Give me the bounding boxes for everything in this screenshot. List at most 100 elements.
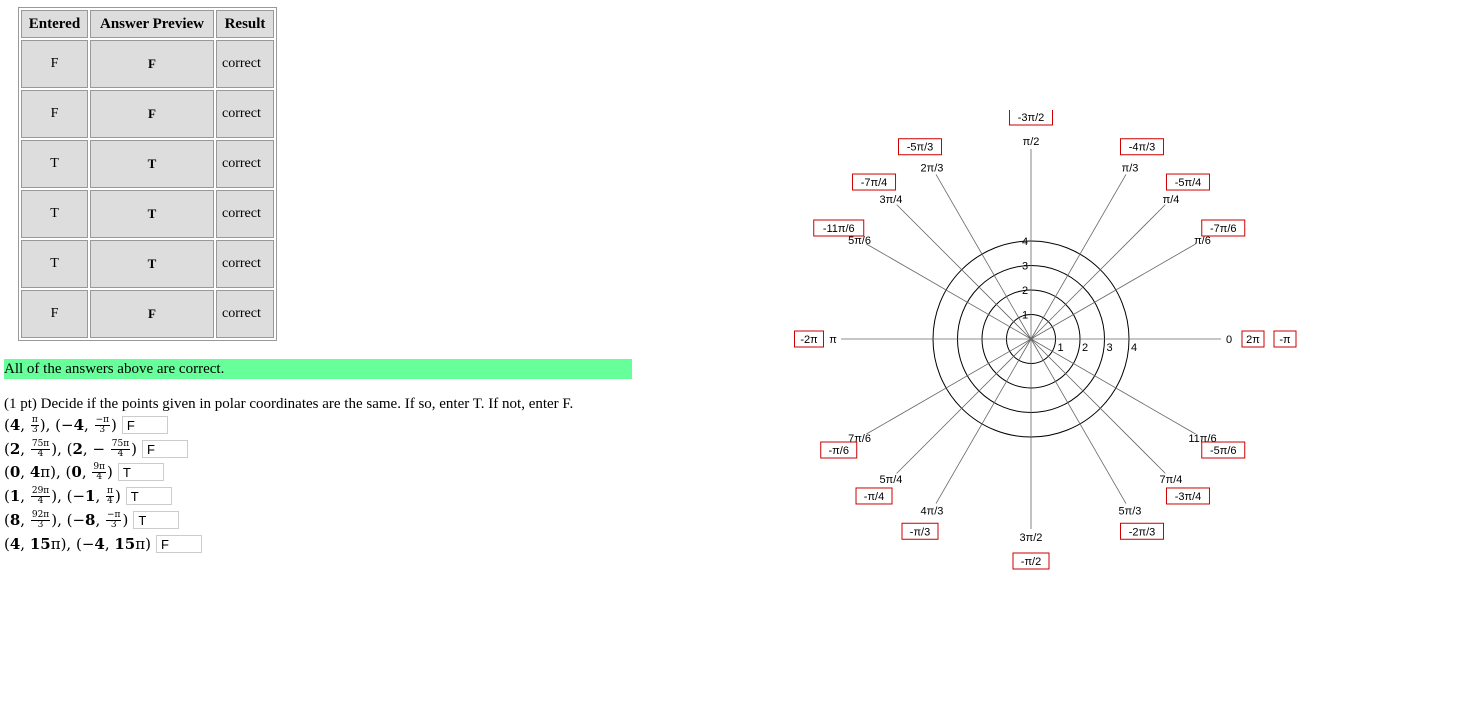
polar-spoke — [866, 243, 1032, 340]
angle-label: π/3 — [1122, 163, 1139, 175]
equivalent-angle-box — [1009, 110, 1053, 126]
polar-spoke — [866, 338, 1032, 435]
answer-input-1[interactable]: F — [121, 416, 168, 434]
answer-input-3[interactable]: T — [117, 463, 164, 481]
equivalent-angle-label: -11π/6 — [823, 223, 855, 235]
angle-label: π/2 — [1023, 136, 1040, 148]
equivalent-angle-box — [1201, 441, 1246, 459]
equivalent-angle-label: -2π/3 — [1129, 526, 1156, 538]
equivalent-angle-label: -π/4 — [864, 491, 884, 503]
angle-label: 3π/2 — [1020, 532, 1043, 544]
ring-label-y: 1 — [1022, 310, 1028, 322]
polar-spoke — [1030, 338, 1127, 504]
answer-input-5[interactable]: T — [133, 511, 180, 529]
equivalent-angle-box — [1120, 138, 1164, 156]
equivalent-angle-box — [1165, 173, 1210, 191]
equivalent-angle-label: -π/3 — [910, 526, 930, 538]
equivalent-angle-box — [898, 138, 942, 156]
ring-label-x: 4 — [1131, 342, 1137, 354]
equivalent-angle-label: -3π/2 — [1018, 112, 1045, 124]
result-cell: correct — [216, 240, 274, 288]
equivalent-angle-box — [852, 173, 897, 191]
equivalent-angle-label: -7π/6 — [1210, 223, 1237, 235]
header-answer-preview: Answer Preview — [90, 10, 214, 38]
equivalent-angle-label: -5π/6 — [1210, 445, 1237, 457]
polar-spoke — [1030, 174, 1127, 340]
equivalent-angle-box — [1120, 522, 1164, 540]
result-cell: correct — [216, 290, 274, 338]
answer-input-6[interactable]: F — [155, 535, 202, 553]
summary-banner: All of the answers above are correct. — [4, 359, 632, 379]
table-row: T T correct — [21, 240, 274, 288]
preview-cell: F — [90, 90, 214, 138]
equivalent-angle-label: 2π — [1246, 334, 1260, 346]
equivalent-angle-box — [1241, 330, 1265, 348]
table-row: F F correct — [21, 290, 274, 338]
preview-cell: T — [90, 140, 214, 188]
result-cell: correct — [216, 40, 274, 88]
table-row: F F correct — [21, 90, 274, 138]
polar-spoke — [935, 174, 1032, 340]
equivalent-angle-label: -7π/4 — [861, 177, 888, 189]
polar-spoke — [935, 338, 1032, 504]
table-row: F F correct — [21, 40, 274, 88]
entered-cell: F — [21, 290, 88, 338]
equivalent-angle-label: -5π/3 — [907, 142, 934, 154]
equivalent-angle-box — [794, 330, 824, 348]
table-row: T T correct — [21, 140, 274, 188]
ring-label-x: 1 — [1058, 342, 1064, 354]
problem-prompt: (1 pt) Decide if the points given in pol… — [4, 396, 574, 412]
angle-label: 5π/6 — [848, 235, 871, 247]
equivalent-angle-label: -4π/3 — [1129, 142, 1156, 154]
equivalent-angle-label: -π — [1279, 334, 1291, 346]
equivalent-angle-box — [1165, 487, 1210, 505]
equivalent-angle-label: -π/2 — [1021, 556, 1041, 568]
equivalent-angle-box — [901, 522, 939, 540]
results-header-row: Entered Answer Preview Result — [21, 10, 274, 38]
polar-spoke — [1030, 338, 1196, 435]
answer-input-2[interactable]: F — [142, 440, 189, 458]
entered-cell: F — [21, 40, 88, 88]
result-cell: correct — [216, 140, 274, 188]
ring-label-y: 3 — [1022, 261, 1028, 273]
angle-label: 3π/4 — [880, 194, 903, 206]
result-cell: correct — [216, 190, 274, 238]
preview-cell: T — [90, 240, 214, 288]
equivalent-angle-box — [1012, 552, 1050, 570]
polar-spoke — [896, 204, 1032, 340]
angle-label: 7π/4 — [1160, 474, 1183, 486]
entered-cell: T — [21, 190, 88, 238]
equivalent-angle-box — [855, 487, 893, 505]
equivalent-angle-label: -2π — [800, 334, 818, 346]
results-table: Entered Answer Preview Result F F correc… — [18, 7, 277, 341]
angle-label: π/6 — [1194, 235, 1211, 247]
equivalent-angle-box — [813, 219, 865, 237]
ring-label-x: 2 — [1082, 342, 1088, 354]
answer-input-4[interactable]: T — [125, 487, 172, 505]
equivalent-angle-box — [1201, 219, 1246, 237]
preview-cell: F — [90, 290, 214, 338]
entered-cell: T — [21, 140, 88, 188]
equivalent-angle-label: -5π/4 — [1175, 177, 1202, 189]
equivalent-angle-label: -3π/4 — [1175, 491, 1202, 503]
entered-cell: F — [21, 90, 88, 138]
preview-cell: F — [90, 40, 214, 88]
polar-spoke — [1030, 204, 1166, 340]
angle-label: 2π/3 — [921, 163, 944, 175]
polar-spoke — [1030, 338, 1166, 474]
ring-label-y: 4 — [1022, 236, 1028, 248]
angle-label: π — [829, 334, 837, 346]
table-row: T T correct — [21, 190, 274, 238]
header-entered: Entered — [21, 10, 88, 38]
